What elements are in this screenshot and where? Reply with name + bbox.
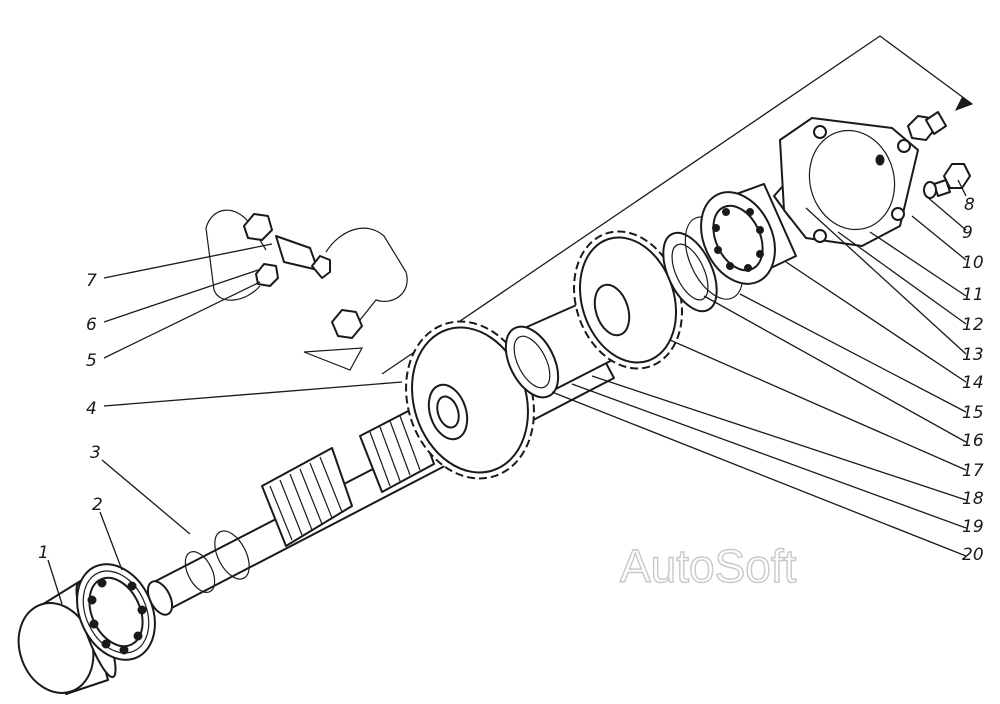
callout-label-11: 11	[962, 285, 984, 305]
spacer-ring	[504, 325, 560, 399]
thrust-washer	[662, 231, 718, 313]
breather-fitting	[907, 111, 947, 141]
callout-labels: 1 2 3 4 5 6 7 8 9 10 11 12 13 14 15 16 1…	[38, 195, 984, 565]
callout-label-16: 16	[962, 431, 984, 451]
callout-label-14: 14	[962, 373, 984, 393]
rear-bearing	[700, 183, 797, 285]
drive-gear	[405, 320, 535, 480]
leader-lines	[47, 179, 967, 605]
shaft-spline-section	[261, 447, 353, 547]
assembly-direction-line	[381, 35, 974, 375]
driven-gear	[573, 230, 683, 370]
callout-label-4: 4	[86, 399, 97, 419]
callout-label-20: 20	[962, 545, 984, 565]
callout-label-5: 5	[86, 351, 97, 371]
callout-label-3: 3	[90, 443, 101, 463]
front-bearing	[76, 563, 156, 661]
callout-label-18: 18	[962, 489, 984, 509]
arrow-head-icon	[954, 97, 974, 111]
watermark-text: AutoSoft	[620, 540, 797, 592]
callout-label-17: 17	[962, 461, 984, 481]
callout-label-2: 2	[92, 495, 103, 515]
callout-label-13: 13	[962, 345, 984, 365]
callout-label-12: 12	[962, 315, 984, 335]
callout-label-9: 9	[962, 223, 973, 243]
callout-label-1: 1	[38, 543, 49, 563]
callout-label-15: 15	[962, 403, 984, 423]
callout-label-19: 19	[962, 517, 984, 537]
cover-bolt	[923, 163, 971, 199]
callout-label-8: 8	[964, 195, 975, 215]
callout-label-6: 6	[86, 315, 97, 335]
oil-pipe-assembly	[205, 209, 408, 371]
callout-label-10: 10	[962, 253, 984, 273]
callout-label-7: 7	[86, 271, 97, 291]
input-shaft	[146, 291, 629, 616]
bearing-cover	[779, 117, 919, 247]
